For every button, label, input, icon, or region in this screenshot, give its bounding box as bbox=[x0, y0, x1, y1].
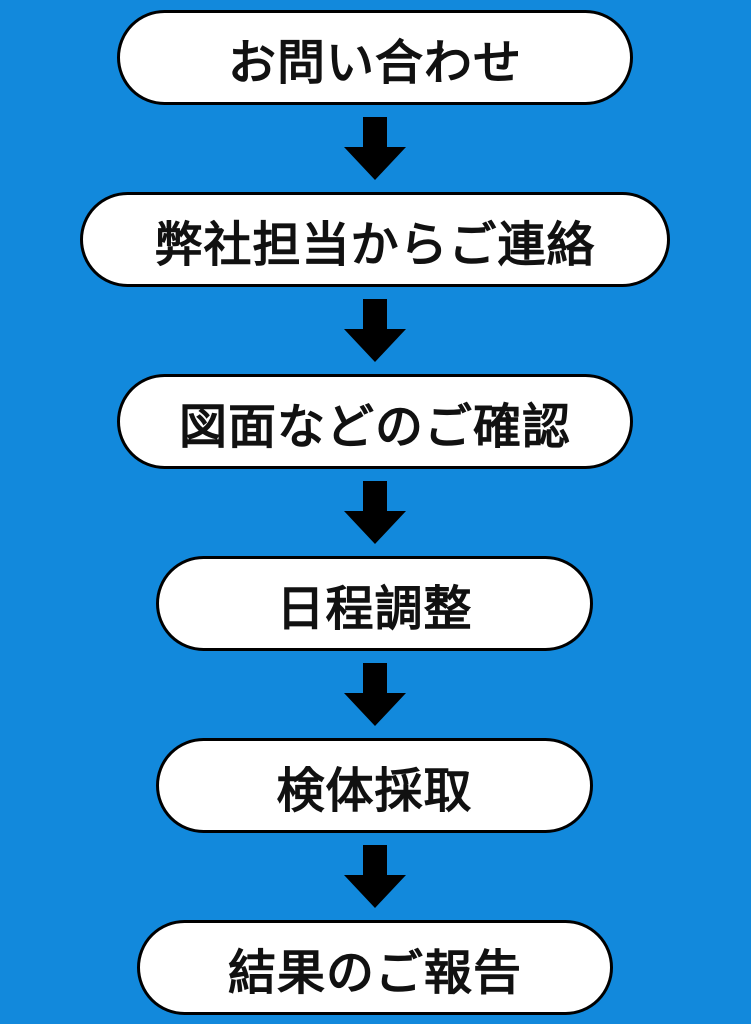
step-sample-collection: 検体採取 bbox=[156, 738, 593, 833]
step-scheduling: 日程調整 bbox=[156, 556, 593, 651]
step-label: 図面などのご確認 bbox=[178, 398, 571, 455]
down-arrow-icon bbox=[344, 663, 406, 726]
step-drawing-review: 図面などのご確認 bbox=[117, 374, 633, 469]
step-label: お問い合わせ bbox=[227, 34, 522, 91]
down-arrow-icon bbox=[344, 845, 406, 908]
step-label: 弊社担当からご連絡 bbox=[154, 216, 596, 273]
down-arrow-icon bbox=[344, 117, 406, 180]
down-arrow-icon bbox=[344, 299, 406, 362]
step-label: 検体採取 bbox=[276, 762, 473, 819]
step-label: 日程調整 bbox=[276, 580, 473, 637]
step-inquiry: お問い合わせ bbox=[117, 10, 633, 105]
step-result-report: 結果のご報告 bbox=[137, 920, 613, 1015]
down-arrow-icon bbox=[344, 481, 406, 544]
step-contact-from-staff: 弊社担当からご連絡 bbox=[80, 192, 670, 287]
step-label: 結果のご報告 bbox=[227, 944, 522, 1001]
